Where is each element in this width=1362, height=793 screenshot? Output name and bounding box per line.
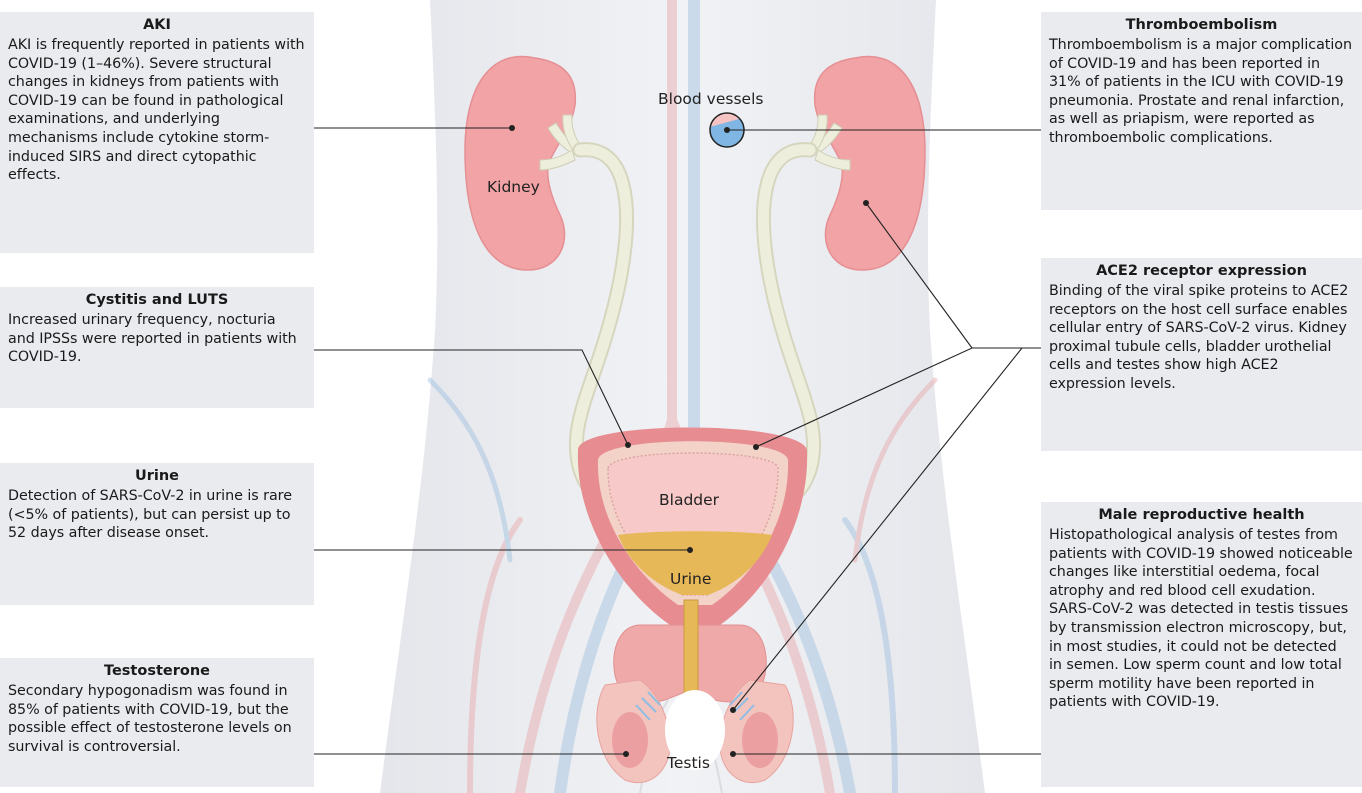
box-male-title: Male reproductive health: [1049, 506, 1354, 525]
box-aki: AKI AKI is frequently reported in patien…: [0, 12, 314, 253]
box-urine-title: Urine: [8, 467, 306, 486]
box-ace2: ACE2 receptor expression Binding of the …: [1041, 258, 1362, 451]
box-ace2-title: ACE2 receptor expression: [1049, 262, 1354, 281]
box-testosterone-title: Testosterone: [8, 662, 306, 681]
box-male-text: Histopathological analysis of testes fro…: [1049, 526, 1354, 712]
label-kidney: Kidney: [487, 178, 540, 196]
box-testosterone: Testosterone Secondary hypogonadism was …: [0, 658, 314, 787]
label-urine: Urine: [670, 570, 711, 588]
box-thrombo-title: Thromboembolism: [1049, 16, 1354, 35]
box-urine-text: Detection of SARS-CoV-2 in urine is rare…: [8, 487, 306, 543]
box-cystitis-text: Increased urinary frequency, nocturia an…: [8, 311, 306, 367]
box-urine: Urine Detection of SARS-CoV-2 in urine i…: [0, 463, 314, 605]
label-bladder: Bladder: [659, 491, 720, 509]
box-testosterone-text: Secondary hypogonadism was found in 85% …: [8, 682, 306, 756]
box-thrombo-text: Thromboembolism is a major complication …: [1049, 36, 1354, 148]
box-aki-title: AKI: [8, 16, 306, 35]
box-thrombo: Thromboembolism Thromboembolism is a maj…: [1041, 12, 1362, 210]
box-cystitis: Cystitis and LUTS Increased urinary freq…: [0, 287, 314, 408]
label-testis: Testis: [666, 754, 710, 772]
box-male: Male reproductive health Histopathologic…: [1041, 502, 1362, 787]
box-cystitis-title: Cystitis and LUTS: [8, 291, 306, 310]
label-blood-vessels: Blood vessels: [658, 90, 763, 108]
box-aki-text: AKI is frequently reported in patients w…: [8, 36, 306, 185]
box-ace2-text: Binding of the viral spike proteins to A…: [1049, 282, 1354, 394]
